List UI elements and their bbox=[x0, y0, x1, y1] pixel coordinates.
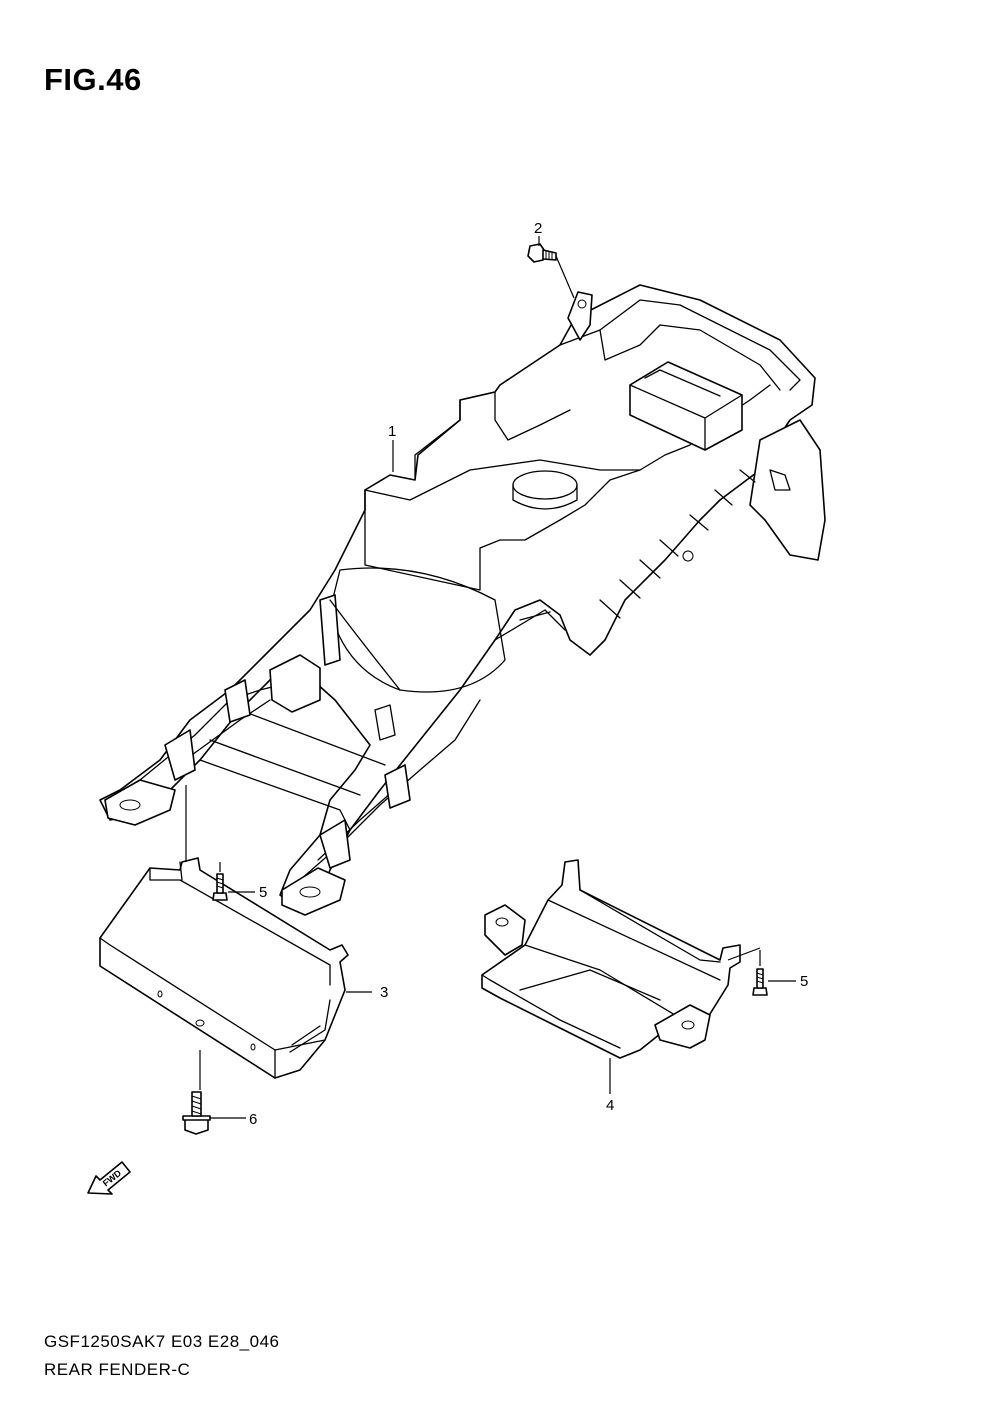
screw-part-5-right[interactable] bbox=[752, 968, 768, 996]
callout-part-5-left: 5 bbox=[259, 884, 267, 901]
rear-fender-main-body[interactable] bbox=[99, 284, 826, 916]
callout-part-1: 1 bbox=[388, 423, 396, 440]
callout-part-4: 4 bbox=[606, 1097, 614, 1114]
section-name: REAR FENDER-C bbox=[44, 1360, 191, 1379]
bolt-part-2[interactable] bbox=[527, 243, 557, 263]
screw-part-5-left[interactable] bbox=[212, 873, 228, 901]
callout-part-3: 3 bbox=[380, 984, 388, 1001]
callout-part-6: 6 bbox=[249, 1111, 257, 1128]
figure-title: FIG.46 bbox=[44, 62, 142, 97]
model-code: GSF1250SAK7 E03 E28_046 bbox=[44, 1332, 280, 1351]
lower-cover-part-4[interactable] bbox=[481, 859, 741, 1059]
forward-direction-arrow-icon: FWD bbox=[87, 1161, 131, 1195]
bolt-part-6[interactable] bbox=[182, 1091, 211, 1135]
callout-part-2: 2 bbox=[534, 220, 542, 237]
lower-cover-part-3[interactable] bbox=[99, 857, 349, 1079]
callout-part-5-right: 5 bbox=[800, 973, 808, 990]
